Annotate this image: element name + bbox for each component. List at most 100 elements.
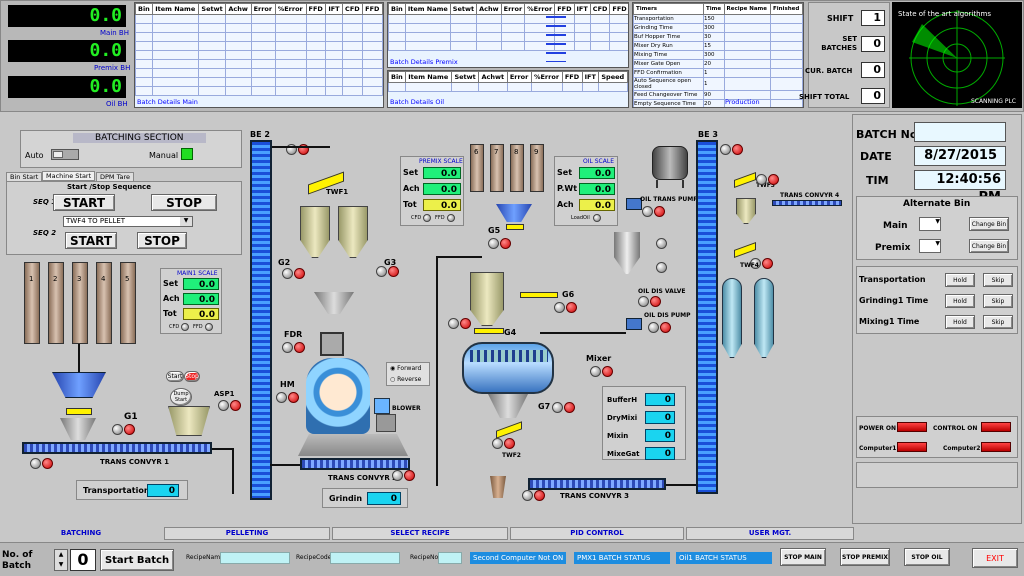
gate-g5[interactable] (506, 224, 524, 230)
oil-trans-pump-label: OIL TRANS PUMP (640, 196, 698, 203)
alt-main-select[interactable]: ▼ (919, 217, 941, 231)
mixing-hold-button[interactable]: Hold (945, 315, 975, 329)
premix-bin-9[interactable]: 9 (530, 144, 544, 192)
transportation-skip-button[interactable]: Skip (983, 273, 1013, 287)
premix-bh-label: Premix BH (94, 64, 131, 72)
trans-conveyor-4[interactable] (772, 200, 842, 206)
bin-number: 4 (101, 275, 106, 283)
start-batch-button[interactable]: Start Batch (100, 549, 174, 571)
trans-conveyor-2[interactable] (300, 458, 410, 470)
seq2-start-button[interactable]: START (65, 232, 117, 249)
date-label: DATE (860, 150, 892, 163)
premix-bin-8[interactable]: 8 (510, 144, 524, 192)
col-header: CFD (589, 3, 611, 15)
stop-premix-button[interactable]: STOP PREMIX (840, 548, 890, 566)
premix-scale-title: PREMIX SCALE (419, 158, 463, 165)
mixing-skip-button[interactable]: Skip (983, 315, 1013, 329)
gate-g1[interactable] (66, 408, 92, 415)
gate-g4[interactable] (474, 328, 504, 334)
main-bin-4[interactable]: 4 (96, 262, 112, 344)
nav-select-recipe[interactable]: SELECT RECIPE (332, 527, 508, 540)
main-bin-3[interactable]: 3 (72, 262, 88, 344)
recipe-code-field[interactable] (330, 552, 400, 564)
oil1-batch-status: Oil1 BATCH STATUS (676, 552, 772, 564)
feeder-fdr[interactable] (320, 332, 344, 356)
chevron-down-icon: ▼ (935, 218, 940, 225)
batch-count-field[interactable]: 0 (70, 549, 96, 571)
bucket-elevator-2[interactable] (250, 140, 272, 500)
fdr-label: FDR (284, 330, 303, 339)
timers-table: Timers Time Recipe Name Finished Transpo… (632, 2, 804, 108)
alt-main-change-bin-button[interactable]: Change Bin (969, 217, 1009, 231)
main-bin-2[interactable]: 2 (48, 262, 64, 344)
recipe-no-field[interactable] (438, 552, 462, 564)
trans-conveyor-1[interactable] (22, 442, 212, 454)
batch-no-field[interactable] (914, 122, 1006, 142)
alt-premix-select[interactable]: ▼ (919, 239, 941, 253)
batch-count-spinner[interactable]: ▲▼ (54, 549, 68, 571)
nav-pelleting[interactable]: PELLETING (164, 527, 330, 540)
alt-premix-label: Premix (875, 243, 911, 253)
grinding-label: Grindin (329, 494, 363, 503)
g6-indicator (554, 302, 565, 313)
oil-set-value: 0.0 (579, 167, 615, 179)
bin-number: 9 (534, 148, 539, 156)
g6-label: G6 (562, 290, 575, 299)
control-on-lamp (981, 422, 1011, 432)
seq1-label: SEQ 1 (33, 198, 57, 206)
batch-details-main-table: Bin Item Name Setwt Achw Error %Error FF… (134, 2, 384, 108)
cur-batch-value: 0 (861, 62, 885, 78)
trans-conveyor-3[interactable] (528, 478, 666, 490)
col-header: CFD (342, 3, 364, 15)
sequence-title: Start /Stop Sequence (67, 183, 151, 191)
reverse-radio[interactable]: ○ Reverse (390, 376, 422, 383)
oil-dis-valve-label: OIL DIS VALVE (638, 288, 686, 295)
oil-dis-pump[interactable] (626, 318, 642, 330)
oil-bh-readout: 0.0 (8, 76, 126, 98)
forward-radio[interactable]: ◉ Forward (390, 365, 422, 372)
bucket-elevator-3[interactable] (696, 140, 718, 494)
stop-oil-button[interactable]: STOP OIL (904, 548, 950, 566)
auto-manual-toggle[interactable] (51, 149, 79, 160)
main-bin-1[interactable]: 1 (24, 262, 40, 344)
exit-button[interactable]: EXIT (972, 548, 1018, 568)
dump-start-button[interactable]: Dump Start (170, 388, 192, 406)
seq1-stop-button[interactable]: STOP (151, 194, 217, 211)
premix-bin-6[interactable]: 6 (470, 144, 484, 192)
main-bin-5[interactable]: 5 (120, 262, 136, 344)
oil-trans-pump[interactable] (626, 198, 642, 210)
twf2-indicator (492, 438, 503, 449)
bin-number: 6 (474, 148, 479, 156)
hammer-mill[interactable] (306, 358, 370, 434)
stop-main-button[interactable]: STOP MAIN (780, 548, 826, 566)
alt-premix-change-bin-button[interactable]: Change Bin (969, 239, 1009, 253)
oil-dis-pump-indicator (648, 322, 659, 333)
seq2-stop-button[interactable]: STOP (137, 232, 187, 249)
seq1-start-button[interactable]: START (53, 194, 115, 211)
tab-machine-start[interactable]: Machine Start (42, 171, 96, 181)
g3-alarm (388, 266, 399, 277)
nav-user-mgt[interactable]: USER MGT. (686, 527, 854, 540)
g5-indicator (488, 238, 499, 249)
hm-alarm (288, 392, 299, 403)
asp-stop-button[interactable]: Stop (184, 371, 200, 382)
mixin-label: Mixin (607, 432, 629, 440)
oil-tank-legs (656, 180, 684, 188)
batch-details-oil-table: Bin Item Name Setwt Achwt Error %Error F… (387, 70, 629, 108)
main-bh-readout: 0.0 (8, 5, 126, 27)
recipe-name-field[interactable] (220, 552, 290, 564)
premix-bin-7[interactable]: 7 (490, 144, 504, 192)
grinding-hold-button[interactable]: Hold (945, 294, 975, 308)
gate-g6[interactable] (520, 292, 558, 298)
transportation-hold-button[interactable]: Hold (945, 273, 975, 287)
g2-label: G2 (278, 258, 291, 267)
sequence-dropdown[interactable]: TWF4 TO PELLET ▼ (63, 216, 193, 227)
nav-pid-control[interactable]: PID CONTROL (510, 527, 684, 540)
asp-start-button[interactable]: Start (166, 371, 184, 382)
blower[interactable] (374, 398, 390, 414)
main-ach-value: 0.0 (183, 293, 219, 305)
time-field: 12:40:56 PM (914, 170, 1006, 205)
grinding-skip-button[interactable]: Skip (983, 294, 1013, 308)
nav-batching[interactable]: BATCHING (0, 527, 162, 540)
